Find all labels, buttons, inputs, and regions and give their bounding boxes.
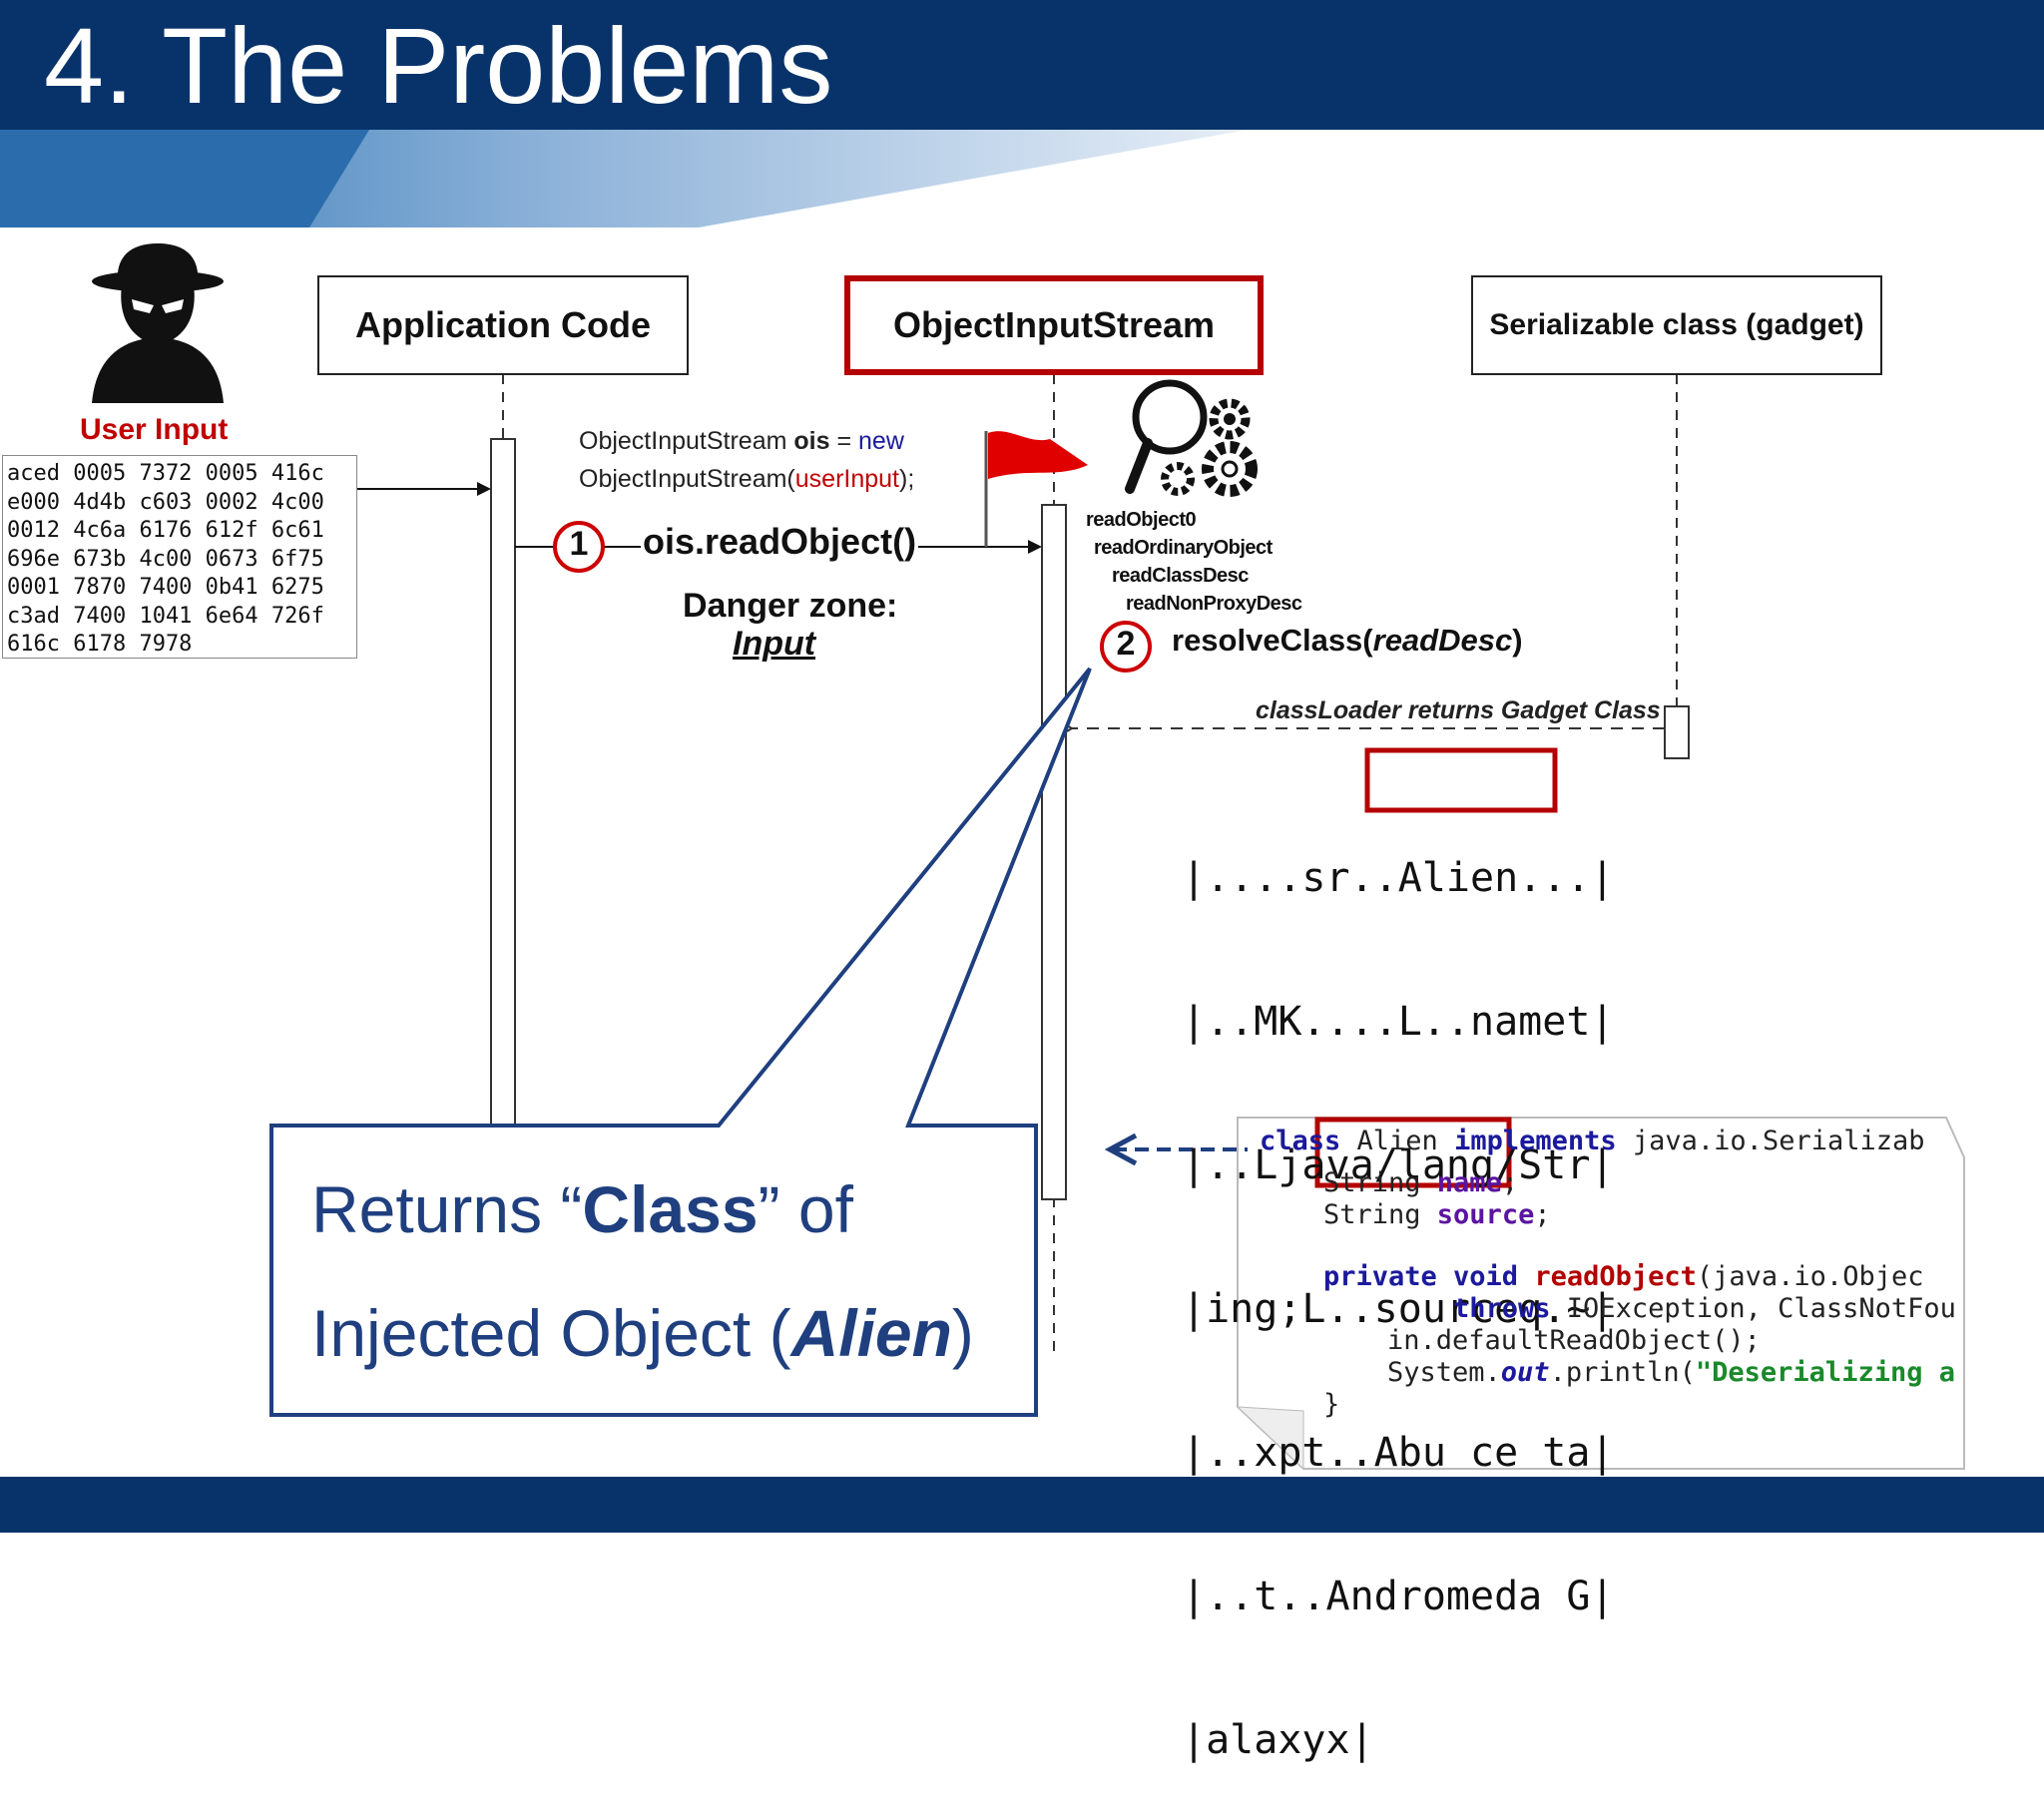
hex-line: c3ad 7400 1041 6e64 726f [7,603,324,629]
hex-line: e000 4d4b c603 0002 4c00 [7,489,324,515]
callout-text: Returns “Class” of Injected Object (Alie… [311,1147,1030,1395]
activation-app [490,438,516,1138]
diagram-graphics [0,130,1965,1471]
lifeline-application-code: Application Code [317,275,689,375]
alien-class-code: class Alien implements java.io.Serializa… [1260,1126,1956,1421]
call-stack-item: readNonProxyDesc [1126,593,1302,615]
hex-dump: aced 0005 7372 0005 416c e000 4d4b c603 … [2,455,357,659]
activation-ois [1041,504,1067,1200]
magnifier-gears-icon [1125,379,1258,497]
hex-line: 696e 673b 4c00 0673 6f75 [7,546,324,572]
readobject-label: ois.readObject() [641,521,919,563]
dump-line: |..MK....L..namet| [1182,999,1615,1045]
banner-band [0,130,1248,227]
lifeline-serializable-gadget: Serializable class (gadget) [1471,275,1882,375]
step1-number: 1 [569,525,589,563]
code-line: in.defaultReadObject(); [1387,1325,1761,1356]
hex-line: 0012 4c6a 6176 612f 6c61 [7,518,324,543]
dump-line: |..t..Andromeda G| [1182,1574,1615,1619]
code-line: private void readObject(java.io.Objec [1323,1261,1924,1292]
danger-input-label: Input [733,625,816,663]
code-line: } [1323,1389,1340,1420]
dump-line: |alaxyx| [1182,1717,1374,1763]
callout-line-1: Returns “Class” of [311,1172,853,1246]
callout-box [269,667,1092,1417]
callout-line-2: Injected Object (Alien) [311,1296,974,1370]
flag-icon [984,431,1088,547]
hex-line: 0001 7870 7400 0b41 6275 [7,575,324,600]
title-bar [0,0,2044,130]
code-line: String name; [1323,1167,1519,1198]
resolveclass-label: resolveClass(readDesc) [1172,623,1523,658]
slide-title: 4. The Problems [44,5,833,126]
hex-line: aced 0005 7372 0005 416c [7,461,324,486]
dump-line: |..xpt..Abu ce ta| [1182,1430,1615,1476]
user-input-label: User Input [80,413,229,446]
dump-line: |..Ljava/lang/Str| [1182,1142,1615,1188]
alien-highlight-code [1314,1117,1512,1188]
lifeline-objectinputstream: ObjectInputStream [844,275,1264,375]
call-stack-item: readClassDesc [1112,565,1249,587]
hex-line: 616c 6178 7978 [7,632,193,657]
activation-gadget [1664,705,1690,759]
code-line: String source; [1323,1199,1551,1230]
code-line: System.out.println("Deserializing a [1387,1357,1955,1388]
code-line: throws IOException, ClassNotFou [1453,1293,1956,1324]
step2-number: 2 [1116,625,1136,663]
alien-highlight-dump [1364,747,1558,813]
call-stack-item: readObject0 [1086,509,1197,531]
hacker-icon [92,243,224,403]
constructor-line-2: ObjectInputStream(userInput); [579,465,915,493]
footer-bar [0,1477,2044,1533]
step1-circle [553,521,605,573]
constructor-line-1: ObjectInputStream ois = new [579,427,904,455]
step2-circle [1100,621,1152,673]
dump-line: |ing;L..sourceq.~| [1182,1286,1615,1332]
call-stack-item: readOrdinaryObject [1094,537,1273,559]
dump-line: |....sr..Alien...| [1182,855,1615,901]
classloader-return-label: classLoader returns Gadget Class [1256,696,1661,724]
code-line: class Alien implements java.io.Serializa… [1260,1126,1925,1156]
danger-zone-label: Danger zone: [683,587,898,625]
